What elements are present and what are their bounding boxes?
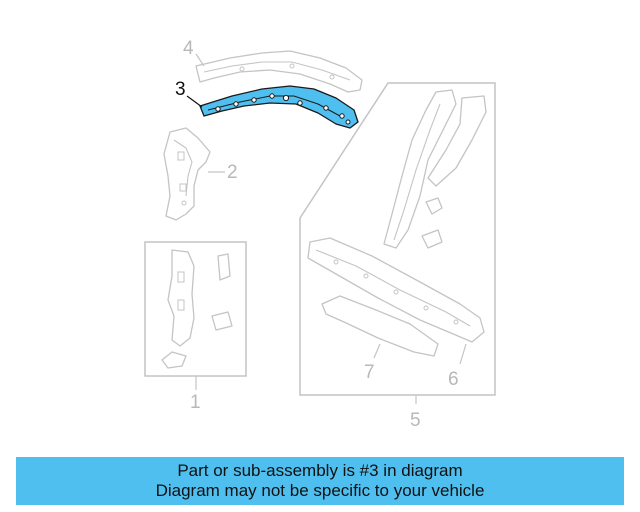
part-3-body [199, 85, 359, 129]
part-1-inner-parts [161, 249, 233, 369]
part-5-inner-parts [383, 89, 487, 249]
part-3-highlighted-rail [199, 85, 359, 129]
part-1-group-box [144, 241, 247, 377]
part-7-reinforcement [321, 295, 439, 357]
part-5-group-box [299, 82, 496, 396]
callout-3: 3 [175, 79, 186, 100]
part-6-side-sill [307, 237, 485, 343]
callout-7: 7 [364, 362, 375, 383]
leader-6 [459, 343, 467, 365]
part-2-pillar-bracket [163, 127, 211, 221]
banner-line-1: Part or sub-assembly is #3 in diagram [177, 461, 463, 480]
leader-7 [373, 343, 381, 359]
parts-diagram: 4 3 2 1 5 [144, 38, 496, 431]
leader-4 [195, 53, 205, 67]
callout-1: 1 [190, 392, 201, 413]
part-4-roof-rail [195, 50, 363, 93]
leader-3 [186, 95, 203, 108]
callout-2: 2 [227, 162, 238, 183]
callout-6: 6 [448, 369, 459, 390]
info-banner: Part or sub-assembly is #3 in diagram Di… [16, 457, 624, 505]
callout-5: 5 [410, 410, 421, 431]
banner-line-2: Diagram may not be specific to your vehi… [155, 481, 485, 500]
callout-4: 4 [183, 38, 194, 59]
